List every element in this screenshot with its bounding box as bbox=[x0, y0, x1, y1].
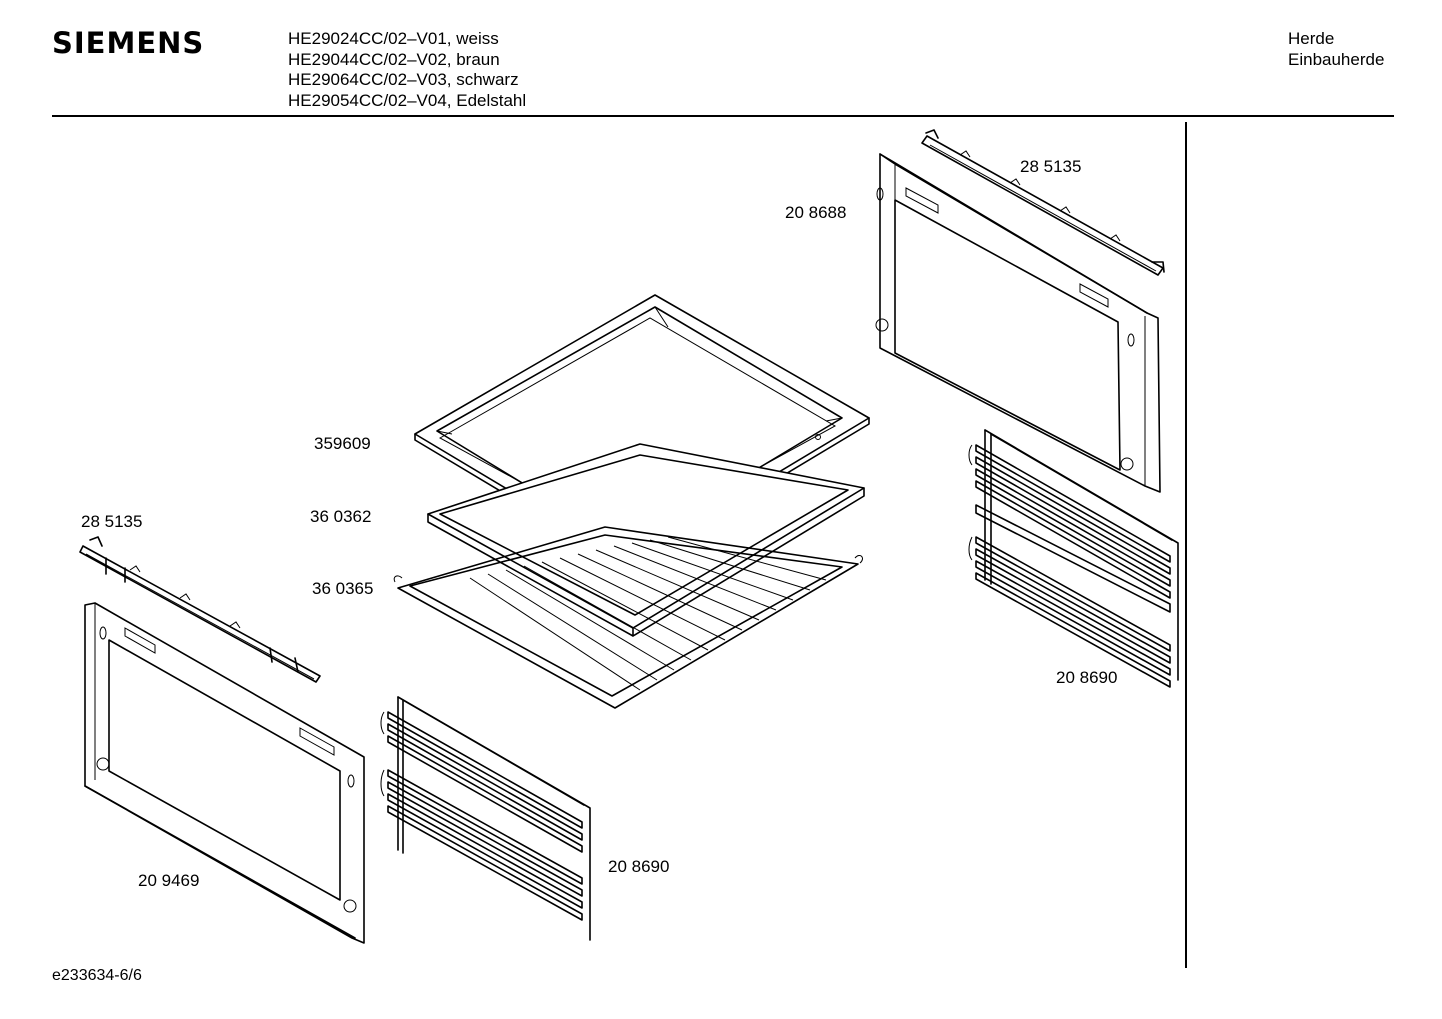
model-line-3: HE29064CC/02–V03, schwarz bbox=[288, 70, 519, 89]
model-list: HE29024CC/02–V01, weiss HE29044CC/02–V02… bbox=[288, 29, 526, 111]
side-rail-left bbox=[79, 536, 321, 683]
grid-shelf bbox=[393, 526, 863, 709]
flat-baking-tray bbox=[427, 443, 865, 637]
model-line-1: HE29024CC/02–V01, weiss bbox=[288, 29, 499, 48]
label-grid-shelf: 36 0365 bbox=[312, 579, 374, 598]
label-frame-left: 20 9469 bbox=[138, 871, 200, 890]
oven-frame-right bbox=[875, 153, 1161, 493]
side-rail-top-right bbox=[921, 129, 1165, 276]
category-line-2: Einbauherde bbox=[1288, 49, 1385, 69]
label-rail-left: 28 5135 bbox=[81, 512, 143, 531]
oven-frame-left bbox=[84, 602, 365, 944]
siemens-logo: SIEMENS bbox=[52, 26, 205, 60]
drawing-reference: e233634-6/6 bbox=[52, 967, 142, 984]
label-rack-center: 20 8690 bbox=[608, 857, 670, 876]
label-frame-right: 20 8688 bbox=[785, 203, 847, 222]
product-category: Herde Einbauherde bbox=[1288, 29, 1384, 70]
vertical-divider bbox=[1185, 122, 1187, 968]
label-rack-right: 20 8690 bbox=[1056, 668, 1118, 687]
category-line-1: Herde bbox=[1288, 29, 1335, 48]
wire-rack-center bbox=[380, 696, 591, 941]
model-line-2: HE29044CC/02–V02, braun bbox=[288, 49, 500, 69]
wire-rack-right bbox=[968, 429, 1179, 688]
model-line-4: HE29054CC/02–V04, Edelstahl bbox=[288, 90, 527, 110]
header-divider bbox=[52, 115, 1394, 117]
label-tray-deep: 359609 bbox=[314, 434, 371, 453]
label-tray-flat: 36 0362 bbox=[310, 507, 372, 526]
label-rail-top-right: 28 5135 bbox=[1020, 157, 1082, 176]
